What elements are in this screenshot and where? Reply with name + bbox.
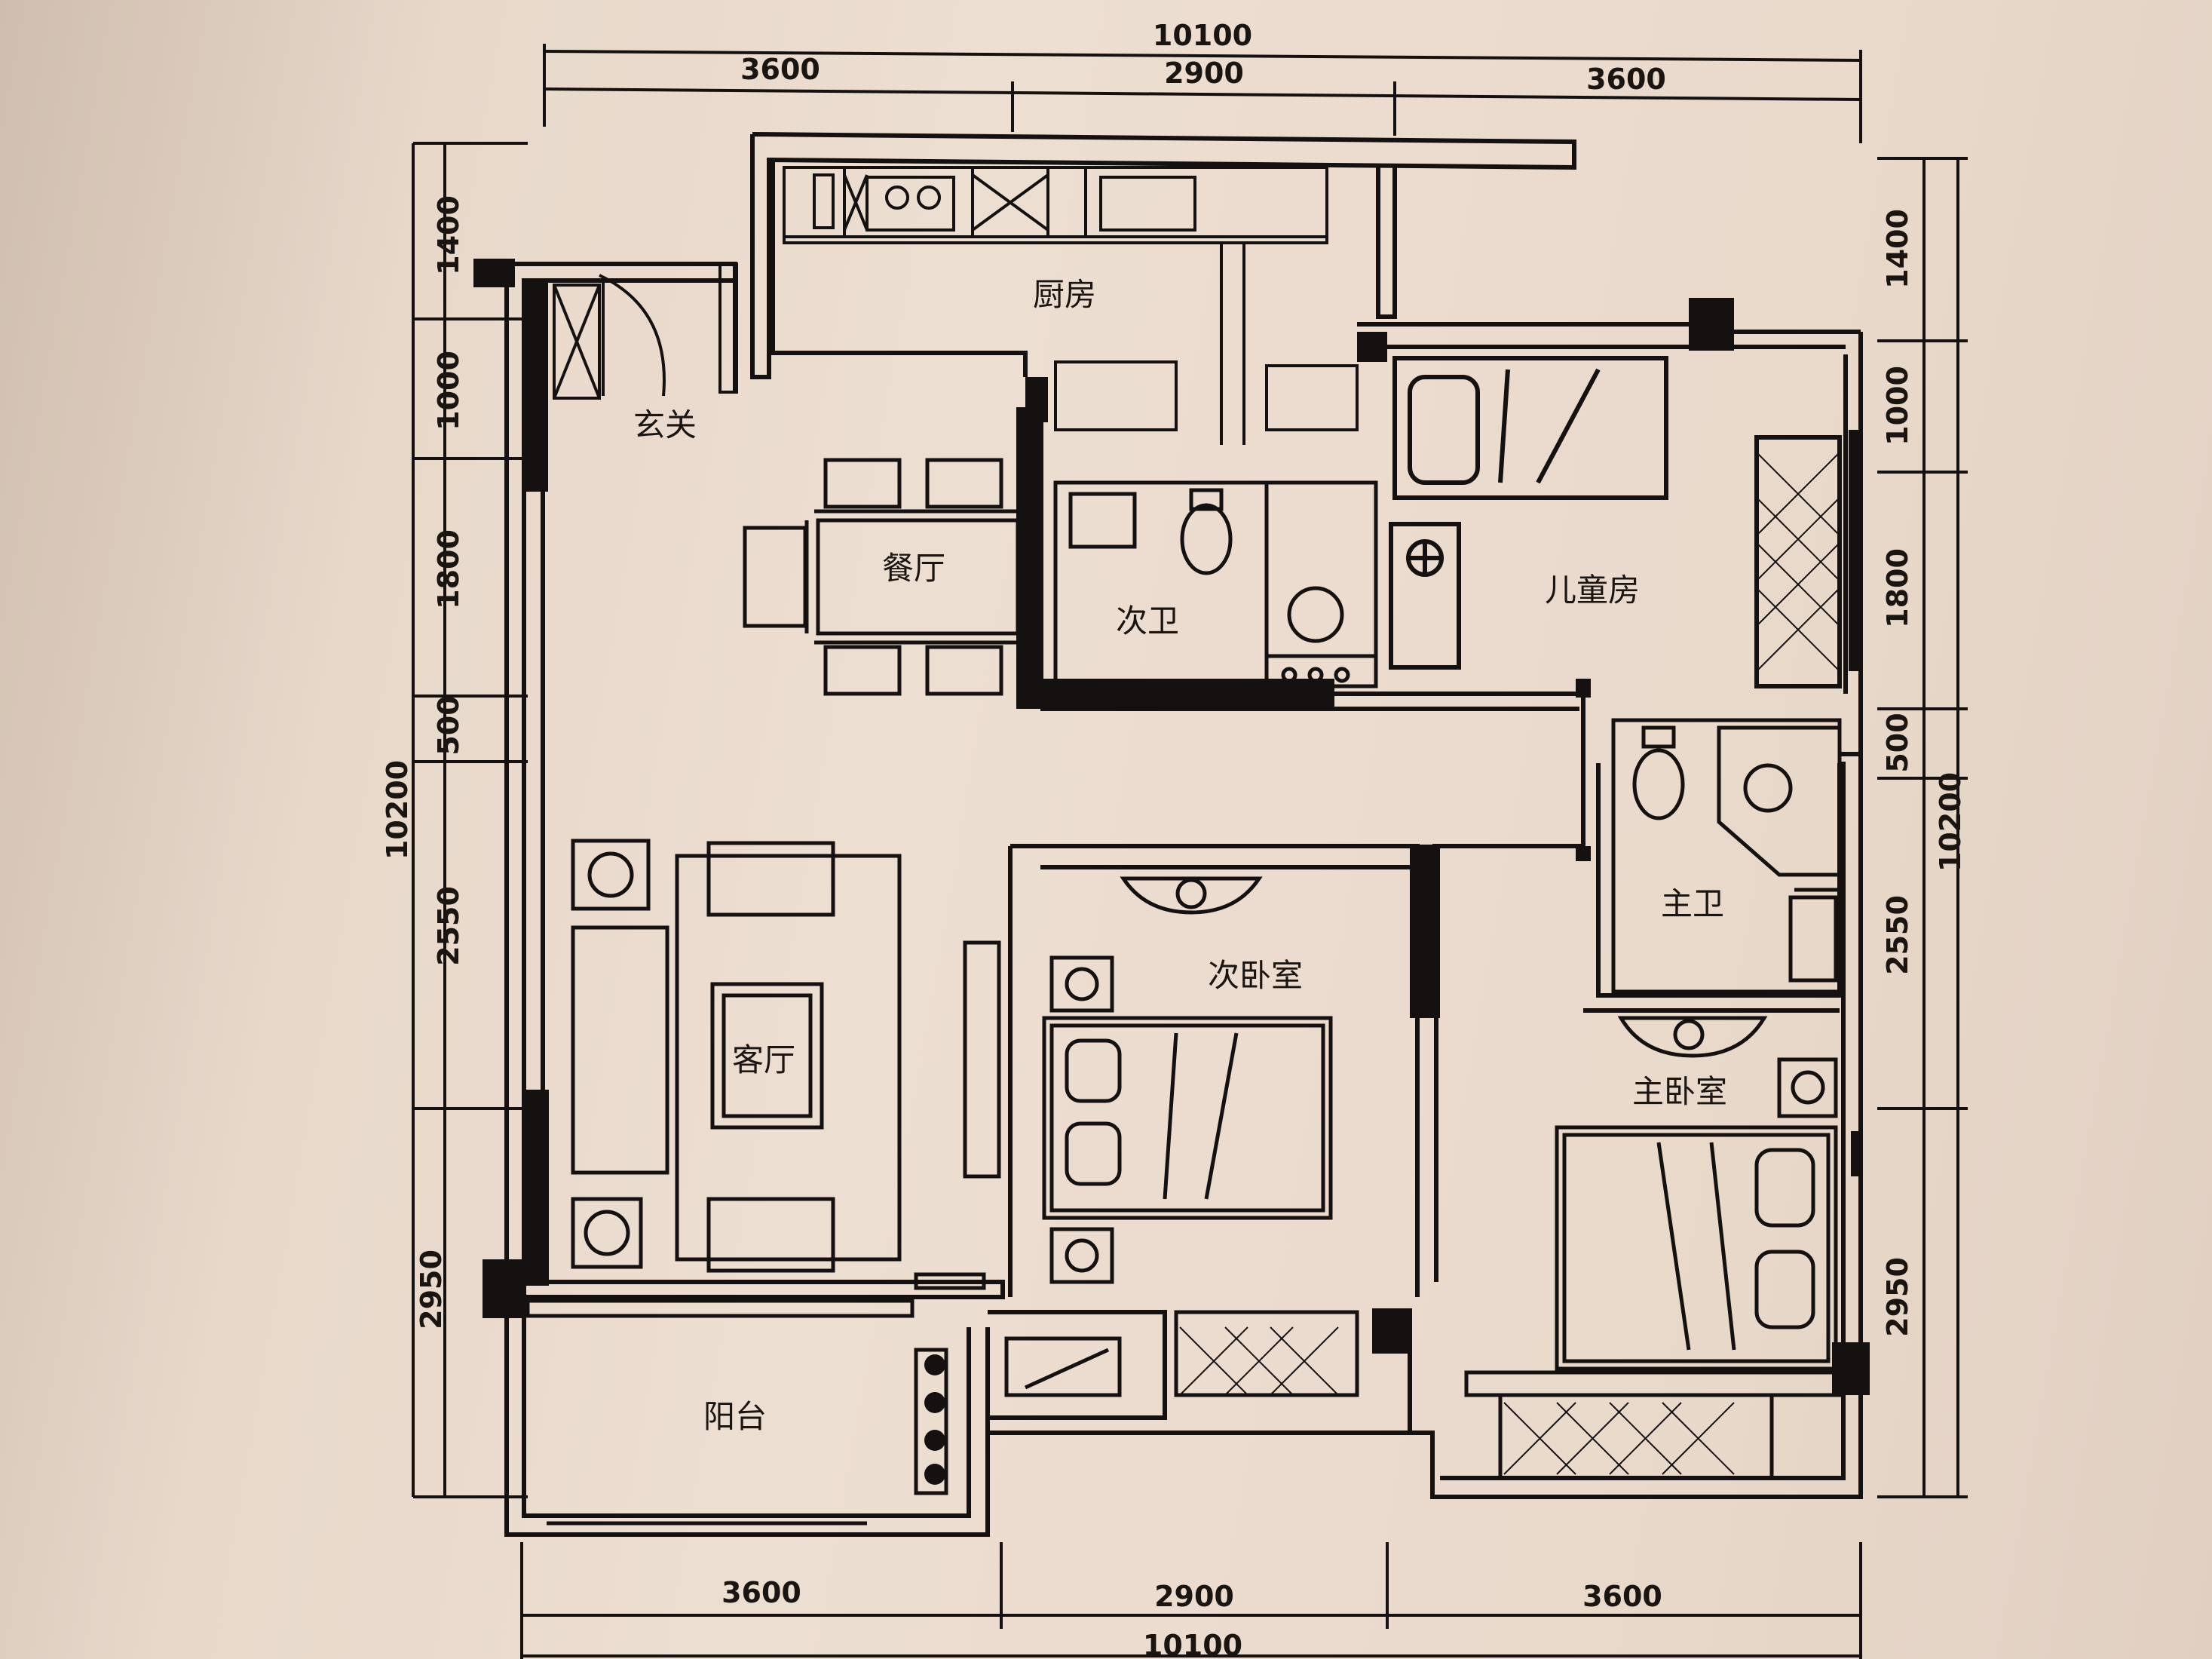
dim-bottom-3: 3600 [1582,1580,1662,1613]
kitchen-fixtures [783,166,1359,445]
dim-bottom-total: 10100 [1143,1629,1242,1659]
dim-right-2: 1000 [1881,366,1914,446]
kids-wardrobe-hatch [1756,452,1840,672]
room-label-living: 客厅 [732,1041,795,1078]
second-bath-fixtures [1053,480,1378,688]
master-bath-fixtures [1611,718,1842,994]
dimension-lines [412,44,1968,1659]
dim-left-5: 2550 [432,886,465,966]
dim-right-6: 2950 [1881,1257,1914,1337]
dim-bottom-1: 3600 [722,1576,801,1609]
dim-left-total: 10200 [381,760,414,860]
second-bedroom-furniture [1042,876,1359,1397]
dim-left-6: 2950 [415,1250,448,1329]
living-furniture [571,839,1001,1290]
dim-left-3: 1800 [432,529,465,609]
dim-top-3: 3600 [1586,63,1666,96]
dining-set [743,458,1020,696]
room-label-master-bedroom: 主卧室 [1632,1073,1727,1110]
room-label-kitchen: 厨房 [1033,276,1096,313]
room-label-dining: 餐厅 [882,550,945,587]
dim-left-1: 1400 [432,195,465,275]
master-wardrobe-hatch [1503,1402,1735,1475]
dim-right-1: 1400 [1881,209,1914,289]
dim-right-3: 1800 [1881,548,1914,628]
entrance-door [553,262,738,400]
room-label-master-bath: 主卫 [1661,885,1724,922]
balcony-fixtures [525,1299,1122,1526]
room-label-entrance: 玄关 [633,406,697,443]
dim-top-2: 2900 [1164,57,1244,90]
second-bedroom-window-hatch [1179,1326,1339,1396]
master-bedroom-furniture [1464,1016,1846,1480]
dim-right-5: 2550 [1881,895,1914,975]
balcony-railing [924,1354,945,1485]
room-label-second-bedroom: 次卧室 [1208,957,1303,994]
room-label-balcony: 阳台 [703,1398,767,1435]
solid-walls [473,259,1870,1395]
dim-top-1: 3600 [740,53,820,86]
dim-left-2: 1000 [432,351,465,431]
kids-room-fixtures [1389,356,1842,688]
dim-left-4: 500 [432,695,465,755]
dim-bottom-2: 2900 [1154,1580,1234,1613]
dim-right-total: 10200 [1934,772,1967,872]
room-label-second-bath: 次卫 [1116,603,1179,639]
dim-right-4: 500 [1881,713,1914,772]
dim-top-total: 10100 [1153,19,1252,52]
room-label-kids-room: 儿童房 [1545,572,1640,609]
